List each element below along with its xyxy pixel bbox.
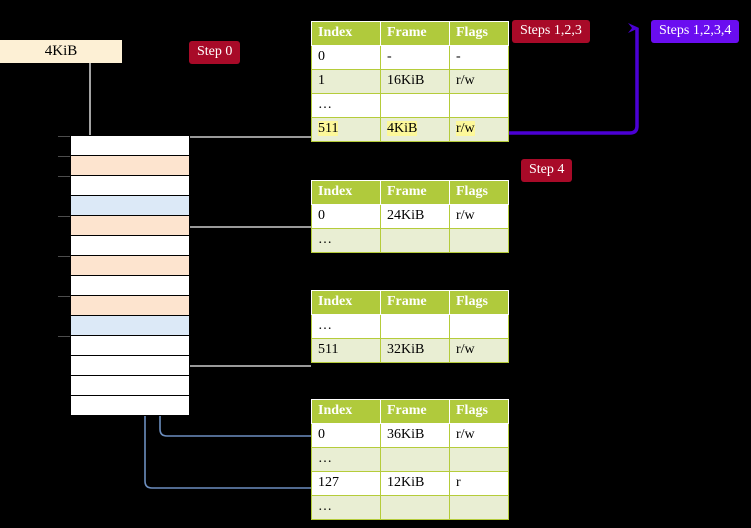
memory-tick <box>58 296 72 297</box>
cell-flags <box>449 93 509 118</box>
table-header-row: Index Frame Flags <box>311 21 509 46</box>
table-header-row: Index Frame Flags <box>311 290 509 315</box>
cell-index: … <box>311 93 381 118</box>
cell-flags: r/w <box>449 69 509 94</box>
cell-frame: - <box>380 45 450 70</box>
cell-frame: 4KiB <box>380 117 450 142</box>
pd-table: Index Frame Flags … 511 32KiB r/w <box>311 290 509 363</box>
memory-frame <box>70 175 190 196</box>
cell-index: … <box>311 447 381 472</box>
column-header-flags: Flags <box>449 180 509 205</box>
table-row[interactable]: 0 - - <box>311 45 509 70</box>
cell-index: 1 <box>311 69 381 94</box>
column-header-frame: Frame <box>380 21 450 46</box>
cell-index-text: 511 <box>318 121 339 136</box>
memory-frame <box>70 315 190 336</box>
column-header-index: Index <box>311 180 381 205</box>
memory-tick <box>58 336 72 337</box>
cell-flags: r/w <box>449 204 509 229</box>
memory-tick <box>58 176 72 177</box>
cell-flags <box>449 495 509 520</box>
column-header-frame: Frame <box>380 399 450 424</box>
page-size-label: 4KiB <box>44 43 78 59</box>
table-row[interactable]: 127 12KiB r <box>311 471 509 496</box>
table-row[interactable]: … <box>311 93 509 118</box>
table-row[interactable]: 511 32KiB r/w <box>311 338 509 363</box>
cell-index: … <box>311 228 381 253</box>
cell-index: 511 <box>311 117 381 142</box>
column-header-index: Index <box>311 399 381 424</box>
table-row[interactable]: … <box>311 447 509 472</box>
memory-frame <box>70 235 190 256</box>
cell-frame <box>380 93 450 118</box>
cell-frame <box>380 495 450 520</box>
memory-frame <box>70 195 190 216</box>
cell-flags <box>449 228 509 253</box>
table-row[interactable]: 0 36KiB r/w <box>311 423 509 448</box>
memory-frame <box>70 335 190 356</box>
cell-flags: r/w <box>449 338 509 363</box>
column-header-frame: Frame <box>380 290 450 315</box>
cell-frame <box>380 228 450 253</box>
cell-frame <box>380 314 450 339</box>
cell-flags <box>449 447 509 472</box>
table-row[interactable]: … <box>311 495 509 520</box>
badge-step-4: Step 4 <box>521 159 573 182</box>
column-header-flags: Flags <box>449 399 509 424</box>
cell-flags <box>449 314 509 339</box>
memory-frame <box>70 135 190 156</box>
cell-frame-text: 4KiB <box>387 121 418 136</box>
pt-table: Index Frame Flags 0 36KiB r/w … 127 12Ki… <box>311 399 509 520</box>
physical-memory-column <box>0 0 260 528</box>
memory-frame <box>70 155 190 176</box>
table-row[interactable]: … <box>311 314 509 339</box>
table-row[interactable]: … <box>311 228 509 253</box>
memory-tick <box>58 256 72 257</box>
cell-flags: - <box>449 45 509 70</box>
column-header-flags: Flags <box>449 21 509 46</box>
cell-frame <box>380 447 450 472</box>
cell-flags: r <box>449 471 509 496</box>
cell-index: 511 <box>311 338 381 363</box>
table-header-row: Index Frame Flags <box>311 399 509 424</box>
memory-frame <box>70 215 190 236</box>
memory-frame <box>70 375 190 396</box>
cell-index: 0 <box>311 204 381 229</box>
cell-flags-text: r/w <box>456 121 475 136</box>
cell-frame: 36KiB <box>380 423 450 448</box>
memory-tick <box>58 216 72 217</box>
cell-index: … <box>311 495 381 520</box>
cell-frame: 16KiB <box>380 69 450 94</box>
cell-index: 127 <box>311 471 381 496</box>
memory-frame <box>70 295 190 316</box>
badge-step-0: Step 0 <box>189 41 241 64</box>
memory-frame <box>70 395 190 416</box>
cell-index: 0 <box>311 45 381 70</box>
memory-tick <box>58 156 72 157</box>
table-header-row: Index Frame Flags <box>311 180 509 205</box>
memory-tick <box>58 136 72 137</box>
memory-frame <box>70 255 190 276</box>
badge-steps-1234: Steps 1,2,3,4 <box>651 20 740 43</box>
badge-steps-123: Steps 1,2,3 <box>512 20 590 43</box>
pdpt-table: Index Frame Flags 0 24KiB r/w … <box>311 180 509 253</box>
memory-frame <box>70 275 190 296</box>
cell-index: 0 <box>311 423 381 448</box>
column-header-index: Index <box>311 290 381 315</box>
page-size-box: 4KiB <box>0 40 122 63</box>
cell-index: … <box>311 314 381 339</box>
cell-flags: r/w <box>449 117 509 142</box>
table-row[interactable]: 1 16KiB r/w <box>311 69 509 94</box>
column-header-flags: Flags <box>449 290 509 315</box>
pml4-table: Index Frame Flags 0 - - 1 16KiB r/w … <box>311 21 509 142</box>
memory-frame <box>70 355 190 376</box>
cell-flags: r/w <box>449 423 509 448</box>
cell-frame: 12KiB <box>380 471 450 496</box>
cell-frame: 32KiB <box>380 338 450 363</box>
cell-frame: 24KiB <box>380 204 450 229</box>
table-row-highlighted[interactable]: 511 4KiB r/w <box>311 117 509 142</box>
table-row[interactable]: 0 24KiB r/w <box>311 204 509 229</box>
column-header-index: Index <box>311 21 381 46</box>
column-header-frame: Frame <box>380 180 450 205</box>
